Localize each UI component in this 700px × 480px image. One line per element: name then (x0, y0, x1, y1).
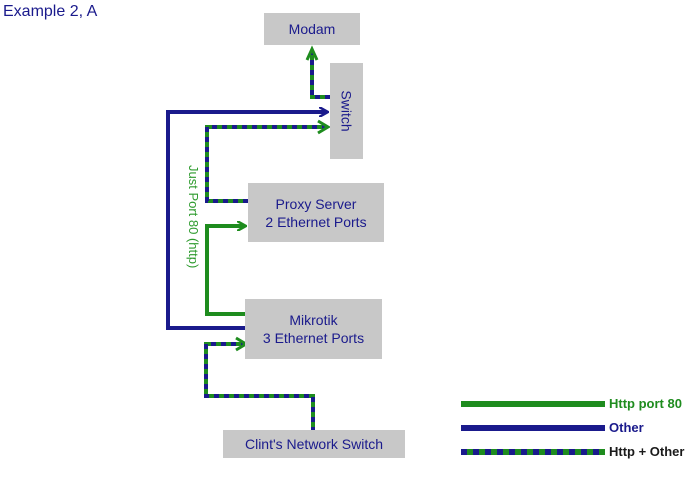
client-switch-label: Clint's Network Switch (244, 436, 384, 452)
modem-node[interactable]: Modam (264, 13, 360, 45)
client-switch-node[interactable]: Clint's Network Switch (223, 430, 405, 458)
switch-label: Switch (338, 90, 355, 132)
legend-lines (461, 401, 605, 455)
proxy-server-label: Proxy Server (275, 195, 357, 212)
switch-node[interactable]: Switch (330, 63, 363, 159)
mikrotik-ports: 3 Ethernet Ports (262, 330, 365, 346)
port80-edge-label: Just Port 80 (http) (186, 165, 201, 269)
modem-label: Modam (288, 21, 336, 37)
diagram-title: Example 2, A (3, 3, 98, 20)
mikrotik-label: Mikrotik (289, 312, 338, 328)
link-switch-modem (305, 45, 330, 99)
link-proxy-switch (205, 119, 331, 203)
legend-label-both: Http + Other (609, 444, 685, 459)
legend-label-other: Other (609, 420, 644, 435)
proxy-server-ports: 2 Ethernet Ports (265, 213, 367, 230)
link-mikrotik-proxy (205, 226, 245, 316)
link-mikrotik-switch (166, 112, 326, 330)
proxy-server-node[interactable]: Proxy Server 2 Ethernet Ports (248, 183, 384, 242)
legend-label-http: Http port 80 (609, 396, 682, 411)
mikrotik-node[interactable]: Mikrotik 3 Ethernet Ports (245, 299, 382, 359)
